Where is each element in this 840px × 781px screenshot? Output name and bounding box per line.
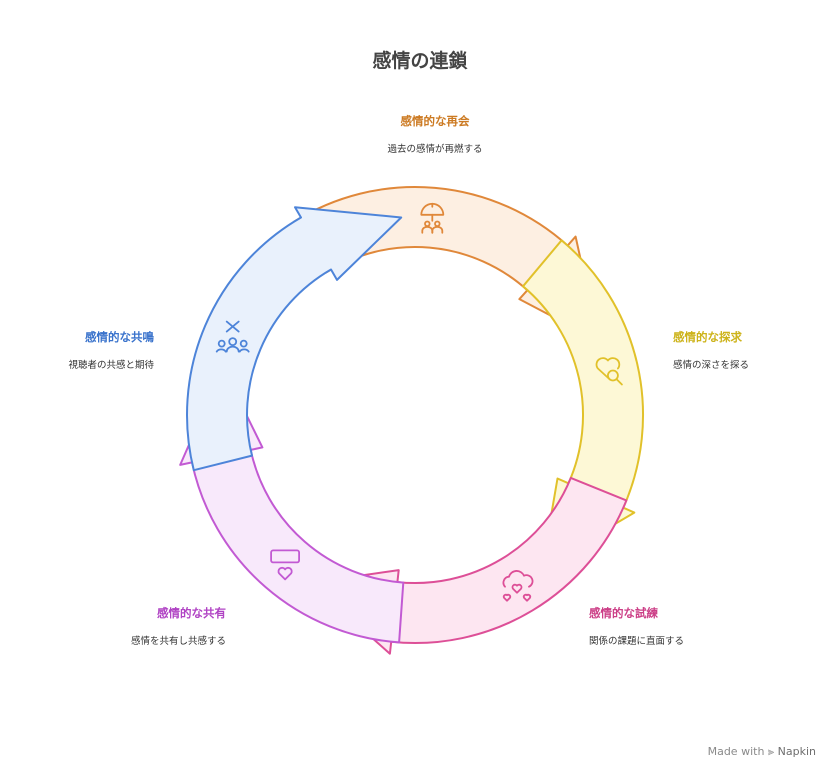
napkin-watermark: Made with ⫸ Napkin (708, 745, 816, 759)
stage-label-sharing: 感情的な共有 感情を共有し共感する (76, 605, 226, 647)
umbrella-people-icon (420, 202, 445, 234)
stage-desc-reunion: 過去の感情が再燃する (387, 144, 483, 155)
cycle-arrow-resonance (186, 206, 403, 472)
napkin-logo-icon: ⫸ (767, 745, 775, 758)
stage-title-reunion: 感情的な再会 (400, 114, 470, 128)
message-heart-icon (270, 549, 301, 581)
page-title: 感情の連鎖 (372, 50, 468, 72)
watermark-prefix: Made with (707, 745, 765, 758)
heart-search-icon (595, 357, 623, 386)
cloud-hearts-icon (502, 570, 534, 602)
stage-title-sharing: 感情的な共有 (157, 606, 226, 620)
stage-label-trial: 感情的な試練 関係の課題に直面する (589, 605, 759, 647)
stage-title-exploration: 感情的な探求 (673, 330, 742, 344)
stage-label-reunion: 感情的な再会 過去の感情が再燃する (335, 113, 535, 155)
watermark-brand: Napkin (777, 745, 816, 758)
stage-label-exploration: 感情的な探求 感情の深さを探る (673, 329, 823, 371)
stage-desc-trial: 関係の課題に直面する (589, 636, 685, 647)
stage-label-resonance: 感情的な共鳴 視聴者の共感と期待 (4, 329, 154, 371)
stage-desc-resonance: 視聴者の共感と期待 (68, 360, 154, 371)
stage-desc-exploration: 感情の深さを探る (673, 360, 750, 371)
cycle-arrow-exploration (522, 239, 645, 568)
stage-title-resonance: 感情的な共鳴 (85, 330, 154, 344)
stage-desc-sharing: 感情を共有し共感する (130, 636, 226, 647)
group-connect-icon (215, 320, 250, 353)
stage-title-trial: 感情的な試練 (589, 606, 658, 620)
